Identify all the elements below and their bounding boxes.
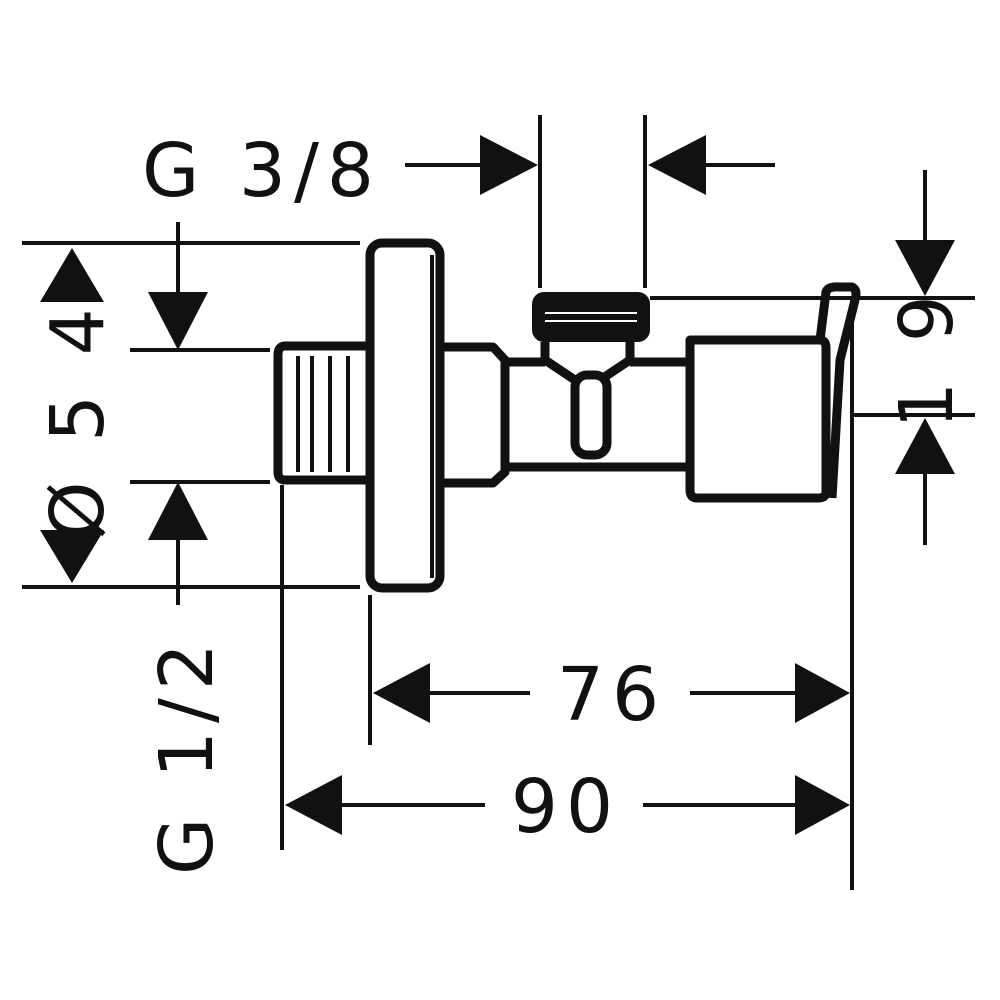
overall-length-dimension: 90 <box>285 764 850 850</box>
valve-pipe <box>505 357 690 472</box>
body-length-label: 76 <box>557 652 667 738</box>
diameter-label: Ø 5 4 <box>35 300 121 539</box>
threaded-nipple <box>273 341 366 485</box>
wall-flange <box>365 238 445 593</box>
angle-valve <box>273 238 861 593</box>
handle-body <box>685 335 831 503</box>
handle-height-label: 1 9 <box>884 287 970 429</box>
diameter-dimension: Ø 5 4 <box>35 248 121 583</box>
inlet-thread-label: G 3/8 <box>142 128 382 214</box>
extension-lines <box>22 115 975 890</box>
outlet-thread-label: G 1/2 <box>144 635 230 875</box>
handle-height-dimension: 1 9 <box>884 170 970 545</box>
inlet-stem <box>570 370 612 460</box>
overall-length-label: 90 <box>511 764 621 850</box>
valve-socket <box>440 342 510 488</box>
inlet-neck <box>540 342 635 384</box>
outlet-thread-dimension: G 1/2 <box>144 222 230 875</box>
body-length-dimension: 76 <box>373 652 850 738</box>
inlet-thread-dimension: G 3/8 <box>142 128 775 214</box>
inlet-cap <box>532 292 650 342</box>
